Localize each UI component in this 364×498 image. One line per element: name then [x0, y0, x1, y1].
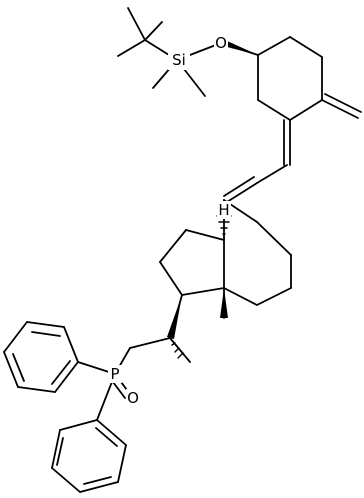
bond	[3, 351, 19, 388]
bond	[51, 467, 81, 493]
o-phosphoryl-label-bg	[126, 389, 140, 407]
bond	[129, 337, 171, 349]
bond	[79, 481, 119, 493]
bond	[3, 321, 28, 353]
si-label-bg	[168, 50, 190, 70]
wedge-bond-methyl	[220, 288, 228, 318]
bond	[169, 337, 191, 363]
p-label-bg	[108, 365, 122, 383]
bond	[117, 39, 146, 57]
hash	[177, 352, 184, 359]
bond	[127, 7, 146, 41]
bond	[223, 287, 258, 306]
bond	[51, 360, 71, 385]
bond	[223, 176, 255, 197]
bond	[26, 321, 65, 328]
wedge-bond-side-chain	[167, 295, 182, 339]
bond	[54, 361, 79, 393]
bond	[31, 331, 61, 337]
bond	[256, 287, 292, 306]
bond	[324, 93, 362, 113]
bond	[17, 386, 56, 393]
bond	[56, 437, 64, 466]
bond	[51, 429, 61, 469]
bond	[59, 419, 98, 431]
bond	[185, 229, 225, 241]
bonds	[3, 7, 362, 493]
wedge-bond-oxygen	[225, 40, 258, 55]
bond	[256, 221, 292, 256]
bond	[83, 476, 112, 485]
bond	[257, 36, 291, 56]
hashed-bond-methyl-side	[171, 342, 184, 359]
hash	[171, 342, 176, 346]
bond	[181, 287, 225, 296]
bond	[226, 182, 258, 203]
oxygen-ether-label: O	[215, 34, 227, 52]
bond	[159, 229, 187, 263]
atom-labels: Si O H P O	[108, 34, 231, 407]
bond	[12, 353, 25, 382]
hash	[174, 347, 180, 353]
silicon-label: Si	[172, 51, 186, 69]
phosphorus-label: P	[110, 365, 119, 383]
bond	[321, 99, 359, 119]
o-ether-label-bg	[214, 34, 228, 52]
bond	[289, 99, 323, 121]
bond	[63, 326, 79, 363]
hydrogen-label: H	[218, 201, 229, 219]
oxygen-phosphoryl-label: O	[127, 389, 139, 407]
h-label-bg	[217, 201, 231, 219]
bond	[257, 99, 291, 121]
bond	[159, 261, 183, 296]
bond	[289, 36, 323, 58]
bond	[144, 21, 163, 41]
bond	[96, 419, 127, 446]
bond	[95, 427, 118, 447]
bond	[256, 164, 288, 184]
bond	[117, 444, 127, 483]
